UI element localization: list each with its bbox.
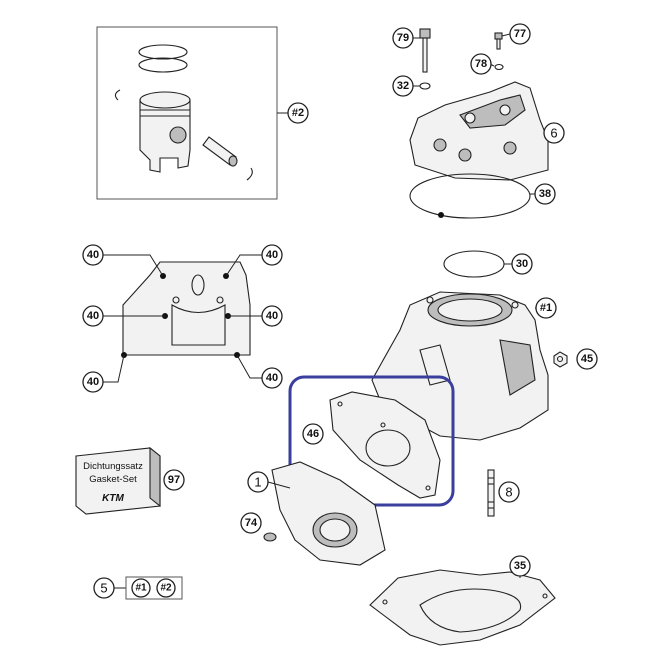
callout-8: 8 xyxy=(505,485,512,500)
oring-30 xyxy=(443,250,505,278)
callout-77: 77 xyxy=(514,28,526,40)
callout-circle-40-b[interactable] xyxy=(261,244,283,266)
callout-40-c: 40 xyxy=(87,310,99,322)
callout-5: 5 xyxy=(100,581,107,596)
callout-circle-78[interactable] xyxy=(470,53,492,75)
washer-78 xyxy=(494,63,504,71)
exhaust-flange-group: 1 xyxy=(247,461,386,566)
bolt-77-shaft xyxy=(496,38,501,50)
callout-circle-6[interactable] xyxy=(543,122,565,144)
piston-clip-right xyxy=(246,167,253,181)
nut-45-group: 45 xyxy=(553,348,598,370)
callout-circle-32[interactable] xyxy=(392,75,414,97)
callout-79: 79 xyxy=(397,32,409,44)
callout-32: 32 xyxy=(397,80,409,92)
callout-circle-30[interactable] xyxy=(511,253,533,275)
callout-40-e: 40 xyxy=(87,376,99,388)
gasket-46-group: 46 xyxy=(288,375,455,507)
bolt-79-head xyxy=(419,28,431,39)
piston-pin xyxy=(202,136,238,167)
callout-circle-74[interactable] xyxy=(240,512,262,534)
callout-circle-35[interactable] xyxy=(509,555,531,577)
screw-74-group: 74 xyxy=(240,512,277,542)
callout-set5-2: #2 xyxy=(160,583,172,594)
callout-circle-set5-2[interactable] xyxy=(156,578,176,598)
cylinder-group: #1 xyxy=(371,291,557,441)
bolt-77-head xyxy=(494,32,503,40)
callout-cylinder: #1 xyxy=(540,302,552,314)
stud-8-group: 8 xyxy=(487,469,520,517)
callout-circle-46[interactable] xyxy=(302,423,324,445)
callout-40-b: 40 xyxy=(266,249,278,261)
piston-clip-left xyxy=(114,89,121,101)
callout-circle-piston-kit[interactable] xyxy=(287,102,309,124)
screw-74 xyxy=(263,532,277,542)
callout-35: 35 xyxy=(514,560,526,572)
set-5-frame xyxy=(125,576,183,600)
callout-circle-45[interactable] xyxy=(576,348,598,370)
bolt-79-shaft xyxy=(422,37,428,73)
base-gasket-port xyxy=(171,304,226,346)
gasket-set-box-group: Dichtungssatz Gasket-Set KTM 97 xyxy=(75,446,185,515)
piston xyxy=(139,91,191,173)
callout-circle-8[interactable] xyxy=(498,481,520,503)
callout-74: 74 xyxy=(245,517,258,529)
cylinder-head-group: 6 xyxy=(409,81,565,181)
gasket-35 xyxy=(369,569,556,646)
callout-circle-79[interactable] xyxy=(392,27,414,49)
callout-97: 97 xyxy=(168,474,180,486)
piston-ring-bottom xyxy=(138,57,188,73)
stud-8 xyxy=(487,469,495,517)
callout-circle-40-f[interactable] xyxy=(261,367,283,389)
piston-ring-top xyxy=(138,44,188,60)
callout-40-f: 40 xyxy=(266,372,278,384)
oring-38 xyxy=(409,173,531,219)
callout-38: 38 xyxy=(539,188,551,200)
base-gasket xyxy=(122,261,251,356)
callout-circle-set5-1[interactable] xyxy=(131,578,151,598)
callout-circle-cylinder[interactable] xyxy=(535,297,557,319)
cylinder-base-gasket-group: 40 40 40 40 40 40 xyxy=(82,244,283,393)
callout-circle-40-c[interactable] xyxy=(82,305,104,327)
cylinder-head xyxy=(409,81,549,181)
gasket-set-label-de: Dichtungssatz xyxy=(83,461,143,472)
gasket-35-group: 35 xyxy=(369,555,556,646)
washer-32 xyxy=(419,82,431,90)
callout-40-a: 40 xyxy=(87,249,99,261)
callout-78: 78 xyxy=(475,58,487,70)
oring-30-group: 30 xyxy=(443,250,533,278)
callout-circle-1[interactable] xyxy=(247,471,269,493)
head-fasteners-group: 79 32 77 78 xyxy=(392,23,531,97)
callout-set5-1: #1 xyxy=(135,583,147,594)
callout-46: 46 xyxy=(307,428,319,440)
callout-circle-97[interactable] xyxy=(163,469,185,491)
oring-38-group: 38 xyxy=(409,173,556,219)
callout-piston-kit: #2 xyxy=(292,107,304,119)
callout-circle-40-e[interactable] xyxy=(82,371,104,393)
gasket-46 xyxy=(329,391,441,499)
callout-circle-40-d[interactable] xyxy=(261,305,283,327)
set-5-group: 5 #1 #2 xyxy=(93,576,183,600)
callout-45: 45 xyxy=(581,353,593,365)
nut-45 xyxy=(553,351,568,368)
callout-30: 30 xyxy=(516,258,528,270)
piston-kit-group: #2 xyxy=(96,26,309,200)
callout-6: 6 xyxy=(550,126,557,141)
callout-circle-77[interactable] xyxy=(509,23,531,45)
callout-circle-40-a[interactable] xyxy=(82,244,104,266)
callout-40-d: 40 xyxy=(266,310,278,322)
callout-circle-38[interactable] xyxy=(534,183,556,205)
callout-1: 1 xyxy=(254,475,261,490)
ktm-logo: KTM xyxy=(102,493,124,504)
gasket-set-label-en: Gasket-Set xyxy=(89,474,137,485)
